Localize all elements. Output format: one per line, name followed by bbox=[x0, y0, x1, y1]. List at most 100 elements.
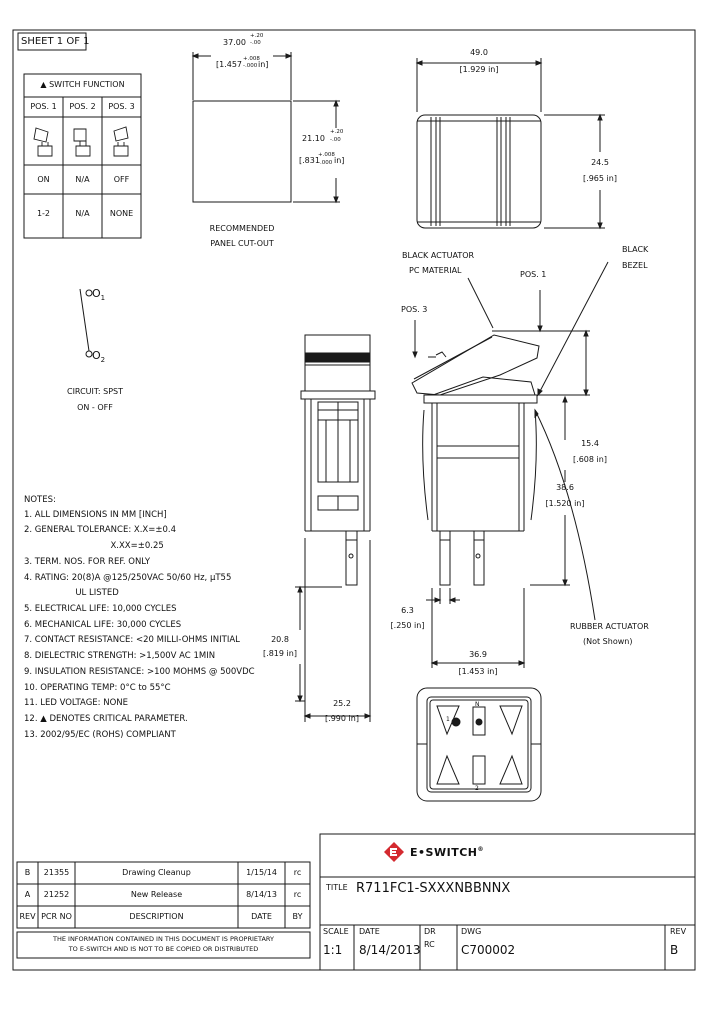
cutout-height-tol-minus: -.00 bbox=[330, 137, 341, 143]
dim-25-2: 25.2 bbox=[333, 699, 351, 708]
rubber-actuator-label: RUBBER ACTUATOR bbox=[570, 622, 649, 631]
top-height-in: [.965 in] bbox=[583, 174, 617, 183]
top-width-in: [1.929 in] bbox=[459, 65, 499, 74]
rev-a-date: 8/14/13 bbox=[246, 890, 277, 899]
note-2: 2. GENERAL TOLERANCE: X.X=±0.4 bbox=[24, 525, 177, 535]
pos3-label: POS. 3 bbox=[401, 305, 428, 314]
rev-b-date: 1/15/14 bbox=[246, 868, 277, 877]
proprietary-line-1: THE INFORMATION CONTAINED IN THIS DOCUME… bbox=[53, 935, 274, 943]
note-5: 5. ELECTRICAL LIFE: 10,000 CYCLES bbox=[24, 604, 177, 614]
terminal-mark-n: N bbox=[475, 701, 480, 708]
circuit-terminal-1: O1 bbox=[92, 287, 106, 303]
bezel-label-1: BLACK bbox=[622, 245, 649, 254]
cutout-width-in-tol-plus: +.008 bbox=[243, 56, 260, 62]
note-3: 3. TERM. NOS. FOR REF. ONLY bbox=[24, 557, 151, 567]
rev-a-pcr: 21252 bbox=[43, 890, 70, 899]
proprietary-line-2: TO E-SWITCH AND IS NOT TO BE COPIED OR D… bbox=[68, 945, 259, 953]
panel-cutout bbox=[193, 52, 340, 202]
dim-38-6: 38.6 bbox=[556, 483, 574, 492]
dim-15-4: 15.4 bbox=[581, 439, 599, 448]
dim-38-6-in: [1.520 in] bbox=[545, 499, 585, 508]
top-height-mm: 24.5 bbox=[591, 158, 609, 167]
cutout-height-in-tol-minus: -.000 bbox=[318, 160, 333, 166]
dwg-value: C700002 bbox=[461, 943, 516, 957]
circuit-function: ON - OFF bbox=[77, 403, 113, 412]
note-8: 8. DIELECTRIC STRENGTH: >1,500V AC 1MIN bbox=[24, 651, 216, 661]
sheet-label: SHEET 1 OF 1 bbox=[21, 36, 90, 47]
date-label: DATE bbox=[359, 927, 380, 936]
pos1-label: POS. 1 bbox=[520, 270, 547, 279]
drawing-title: R711FC1-SXXXNBBNNX bbox=[356, 881, 511, 896]
rev-header: REV bbox=[19, 912, 36, 921]
description-header: DESCRIPTION bbox=[129, 912, 184, 921]
cutout-width-tol-minus: -.00 bbox=[250, 40, 261, 46]
note-7: 7. CONTACT RESISTANCE: <20 MILLI-OHMS IN… bbox=[24, 635, 240, 645]
switch-function-title: ▲ SWITCH FUNCTION bbox=[40, 80, 125, 89]
pos2-contacts: N/A bbox=[75, 209, 90, 218]
side-view-switch bbox=[412, 262, 608, 668]
scale-value: 1:1 bbox=[323, 943, 343, 957]
top-width-mm: 49.0 bbox=[470, 48, 488, 57]
date-header: DATE bbox=[251, 912, 272, 921]
dim-20-8-in: [.819 in] bbox=[263, 649, 297, 658]
dim-20-8: 20.8 bbox=[271, 635, 289, 644]
cutout-height-tol-plus: +.20 bbox=[330, 129, 344, 135]
pos2-header: POS. 2 bbox=[69, 102, 96, 111]
pos1-contacts: 1-2 bbox=[36, 209, 51, 218]
note-4-continued: UL LISTED bbox=[24, 588, 119, 598]
pos1-state: ON bbox=[37, 175, 50, 184]
dim-6-3-in: [.250 in] bbox=[390, 621, 425, 630]
note-4: 4. RATING: 20(8)A @125/250VAC 50/60 Hz, … bbox=[24, 573, 232, 583]
cutout-caption-1: RECOMMENDED bbox=[209, 224, 275, 233]
rocker-pos2-icon bbox=[74, 129, 90, 156]
rev-b-desc: Drawing Cleanup bbox=[122, 868, 191, 877]
actuator-label-1: BLACK ACTUATOR bbox=[402, 251, 475, 260]
cutout-width-in-tol-minus: -.000 bbox=[243, 63, 258, 69]
circuit-label: CIRCUIT: SPST bbox=[66, 387, 124, 396]
rev-b: B bbox=[24, 868, 31, 877]
date-value: 8/14/2013 bbox=[359, 943, 421, 957]
rocker-pos3-icon bbox=[114, 127, 128, 156]
dim-15-4-in: [.608 in] bbox=[573, 455, 607, 464]
dim-25-2-in: [.990 in] bbox=[325, 714, 359, 723]
rubber-actuator-note: (Not Shown) bbox=[583, 637, 633, 646]
actuator-label-2: PC MATERIAL bbox=[409, 266, 462, 275]
pos3-contacts: NONE bbox=[109, 209, 134, 218]
rev-a-by: rc bbox=[293, 890, 302, 899]
eswitch-logo-text: E•SWITCH® bbox=[410, 846, 484, 859]
note-10: 10. OPERATING TEMP: 0°C to 55°C bbox=[24, 683, 171, 693]
bezel-label-2: BEZEL bbox=[622, 261, 648, 270]
pos1-header: POS. 1 bbox=[30, 102, 57, 111]
cutout-height-in: [.831 bbox=[299, 156, 320, 165]
cutout-width-in-unit: in] bbox=[258, 60, 269, 69]
note-1: 1. ALL DIMENSIONS IN MM [INCH] bbox=[24, 510, 167, 520]
switch-function-table bbox=[24, 74, 141, 238]
note-11: 11. LED VOLTAGE: NONE bbox=[24, 698, 128, 708]
front-view-switch bbox=[295, 335, 375, 722]
pos2-state: N/A bbox=[75, 175, 90, 184]
circuit-terminal-2: O2 bbox=[92, 349, 106, 365]
note-9: 9. INSULATION RESISTANCE: >100 MOHMS @ 5… bbox=[24, 667, 255, 677]
drawn-by-value: RC bbox=[424, 940, 435, 949]
cutout-caption-2: PANEL CUT-OUT bbox=[210, 239, 274, 248]
bottom-view-switch bbox=[417, 688, 541, 801]
scale-label: SCALE bbox=[323, 927, 349, 936]
dwg-label: DWG bbox=[461, 927, 482, 936]
terminal-mark-2: 2 bbox=[475, 785, 479, 792]
rev-a: A bbox=[24, 890, 31, 899]
rev-value: B bbox=[670, 943, 679, 957]
rev-label: REV bbox=[670, 927, 687, 936]
title-label: TITLE bbox=[326, 883, 348, 892]
pos3-state: OFF bbox=[113, 175, 130, 184]
pcr-header: PCR NO bbox=[41, 912, 72, 921]
note-13: 13. 2002/95/EC (ROHS) COMPLIANT bbox=[24, 730, 176, 740]
notes-heading: NOTES: bbox=[24, 495, 56, 505]
pos3-header: POS. 3 bbox=[108, 102, 135, 111]
by-header: BY bbox=[292, 912, 303, 921]
cutout-width-mm: 37.00 bbox=[223, 38, 246, 47]
revision-table bbox=[17, 862, 310, 958]
note-12: 12. ▲ DENOTES CRITICAL PARAMETER. bbox=[24, 714, 188, 724]
rocker-pos1-icon bbox=[34, 128, 52, 156]
note-6: 6. MECHANICAL LIFE: 30,000 CYCLES bbox=[24, 620, 182, 630]
